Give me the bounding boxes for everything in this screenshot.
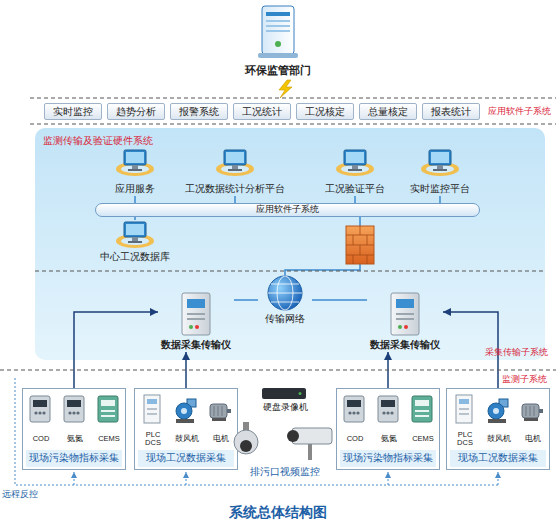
node-text: 趋势分析	[108, 104, 164, 119]
node-text: 数据采集传输仪	[367, 338, 443, 352]
dome-camera-icon	[243, 422, 249, 431]
box-camera-icon	[287, 430, 299, 442]
node-text: 鼓风机	[171, 429, 203, 449]
function-tab: 报警系统	[170, 103, 228, 120]
node-text: CEMS	[407, 429, 439, 449]
node-text: 环保监管部门	[228, 62, 328, 78]
server-icon	[266, 25, 290, 27]
label-text: 应用软件子系统	[482, 105, 556, 118]
label-text: 排污口视频监控	[225, 465, 345, 479]
remote-control-line	[186, 472, 187, 485]
label-text: 远程反控	[2, 488, 62, 501]
node-text: 现场污染物指标采集	[340, 450, 436, 467]
software-bus-bar: 应用软件子系统	[95, 203, 480, 217]
icon-node: 工况验证平台	[300, 145, 410, 196]
function-tab: 工况统计	[233, 103, 291, 120]
node-text: 报警系统	[171, 104, 227, 119]
separator-line	[30, 98, 556, 99]
collection-box: PLC DCS鼓风机电机现场工况数据采集	[134, 388, 238, 470]
node-text: 氨氮	[59, 429, 91, 449]
system-panel: 监测传输及验证硬件系统应用服务工况数据统计分析平台工况验证平台实时监控平台应用软…	[35, 128, 545, 360]
collection-box: PLC DCS鼓风机电机现场工况数据采集	[446, 388, 550, 470]
icon-node: 环保监管部门	[228, 2, 328, 80]
icon-node: 中心工况数据库	[80, 220, 190, 264]
remote-control-line	[15, 378, 498, 485]
separator-line	[30, 124, 556, 125]
node-text: 工况核定	[297, 104, 353, 119]
node-text: 数据采集传输仪	[158, 338, 234, 352]
separator-line	[0, 370, 556, 371]
node-text: 应用服务	[85, 182, 185, 196]
label-text: 采集传输子系统	[478, 346, 554, 359]
node-text: COD	[25, 429, 57, 449]
icon-node: 应用服务	[85, 145, 185, 196]
node-text: PLC DCS	[137, 429, 169, 449]
icon-node: 实时监控平台	[390, 145, 490, 196]
icon-node: 传输网络	[258, 276, 312, 326]
icon-node: 数据采集传输仪	[367, 290, 443, 352]
server-icon	[266, 20, 290, 22]
box-camera-icon	[308, 444, 312, 460]
node-text: 现场污染物指标采集	[26, 450, 122, 467]
node-text: 工况验证平台	[300, 182, 410, 196]
node-text: 监测传输及验证硬件系统	[43, 133, 283, 147]
node-text: 工况统计	[234, 104, 290, 119]
icon-node: 数据采集传输仪	[158, 290, 234, 352]
node-text: 鼓风机	[483, 429, 515, 449]
remote-control-line	[388, 472, 389, 485]
node-text: 总量核定	[360, 104, 416, 119]
node-text: PLC DCS	[449, 429, 481, 449]
server-icon	[258, 53, 298, 58]
function-tab: 总量核定	[359, 103, 417, 120]
caption-text: 系统总体结构图	[178, 503, 378, 523]
node-text: 中心工况数据库	[80, 250, 190, 264]
function-tab: 实时监控	[44, 103, 102, 120]
remote-control-line	[498, 472, 499, 485]
icon-node: 工况数据统计分析平台	[180, 145, 290, 196]
dvr-icon	[299, 392, 302, 395]
server-icon	[266, 12, 290, 16]
function-tab: 趋势分析	[107, 103, 165, 120]
server-icon	[262, 6, 294, 54]
node-text: 氨氮	[373, 429, 405, 449]
node-text: 现场工况数据采集	[450, 450, 546, 467]
dome-camera-icon	[240, 440, 252, 452]
node-text: 电机	[205, 429, 237, 449]
function-tab: 工况核定	[296, 103, 354, 120]
node-text: 报表统计	[423, 104, 479, 119]
node-text: 工况数据统计分析平台	[180, 182, 290, 196]
node-text: 实时监控平台	[390, 182, 490, 196]
label-text: 硬盘录像机	[250, 401, 320, 414]
function-tab: 报表统计	[422, 103, 480, 120]
node-text: COD	[339, 429, 371, 449]
lightning-symbol	[279, 80, 292, 98]
collection-box: COD氨氮CEMS现场污染物指标采集	[336, 388, 440, 470]
dvr-icon	[262, 388, 306, 399]
label-text: 监测子系统	[494, 373, 554, 386]
node-text: 传输网络	[258, 312, 312, 326]
server-icon	[275, 41, 281, 47]
node-text: 电机	[517, 429, 549, 449]
node-text: 实时监控	[45, 104, 101, 119]
node-text: CEMS	[93, 429, 125, 449]
node-text: 现场工况数据采集	[138, 450, 234, 467]
server-icon	[266, 30, 290, 32]
remote-control-line	[74, 472, 75, 485]
collection-box: COD氨氮CEMS现场污染物指标采集	[22, 388, 126, 470]
box-camera-icon	[292, 428, 332, 444]
node-text: 应用软件子系统	[96, 204, 479, 216]
